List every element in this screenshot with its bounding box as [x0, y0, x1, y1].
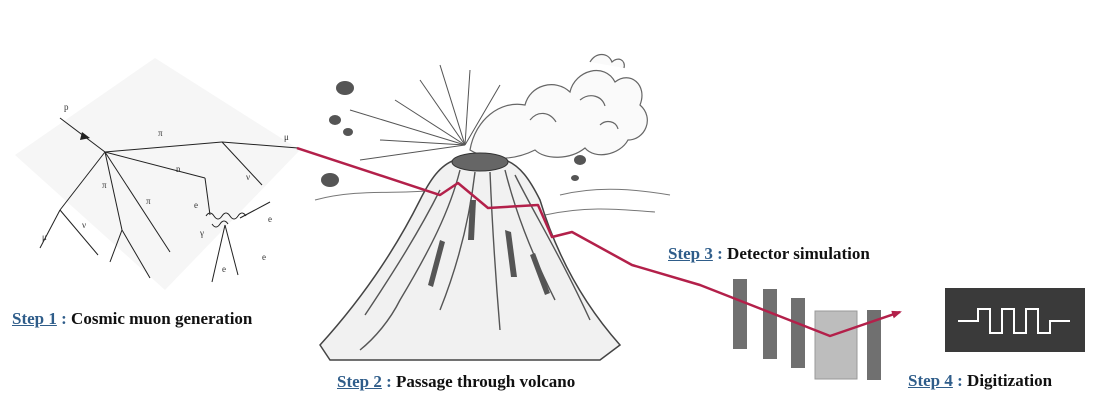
detector-plane: [791, 298, 805, 368]
digitizer-display: [945, 288, 1085, 352]
step-3-title: Detector simulation: [727, 244, 870, 263]
particle-label: γ: [199, 228, 204, 238]
particle-label: n: [176, 164, 181, 174]
step-2-separator: :: [382, 372, 396, 391]
step-4-link[interactable]: Step 4: [908, 371, 953, 390]
particle-label: e: [262, 252, 266, 262]
detector-plane: [763, 289, 777, 359]
step-1-caption: Step 1 : Cosmic muon generation: [12, 309, 252, 329]
particle-label: e: [268, 214, 272, 224]
step-3-separator: :: [713, 244, 727, 263]
step-1-title: Cosmic muon generation: [71, 309, 252, 328]
step-4-caption: Step 4 : Digitization: [908, 371, 1052, 391]
step-1-separator: :: [57, 309, 71, 328]
particle-label: μ: [284, 132, 289, 142]
detector-assembly: [733, 279, 881, 380]
cosmic-shower-sketch: p π μ n ν π π μ ν e e e e γ: [15, 58, 300, 290]
step-2-caption: Step 2 : Passage through volcano: [337, 372, 575, 392]
particle-label: e: [222, 264, 226, 274]
step-1-link[interactable]: Step 1: [12, 309, 57, 328]
step-3-link[interactable]: Step 3: [668, 244, 713, 263]
step-2-link[interactable]: Step 2: [337, 372, 382, 391]
particle-label: e: [194, 200, 198, 210]
particle-label: π: [158, 128, 163, 138]
step-3-caption: Step 3 : Detector simulation: [668, 244, 870, 264]
step-4-title: Digitization: [967, 371, 1052, 390]
step-4-separator: :: [953, 371, 967, 390]
particle-label: π: [146, 196, 151, 206]
particle-label: ν: [82, 220, 86, 230]
particle-label: π: [102, 180, 107, 190]
particle-label: μ: [42, 232, 47, 242]
calorimeter-block: [815, 311, 857, 379]
particle-label: p: [64, 102, 69, 112]
detector-plane: [733, 279, 747, 349]
particle-label: ν: [246, 172, 250, 182]
step-2-title: Passage through volcano: [396, 372, 575, 391]
